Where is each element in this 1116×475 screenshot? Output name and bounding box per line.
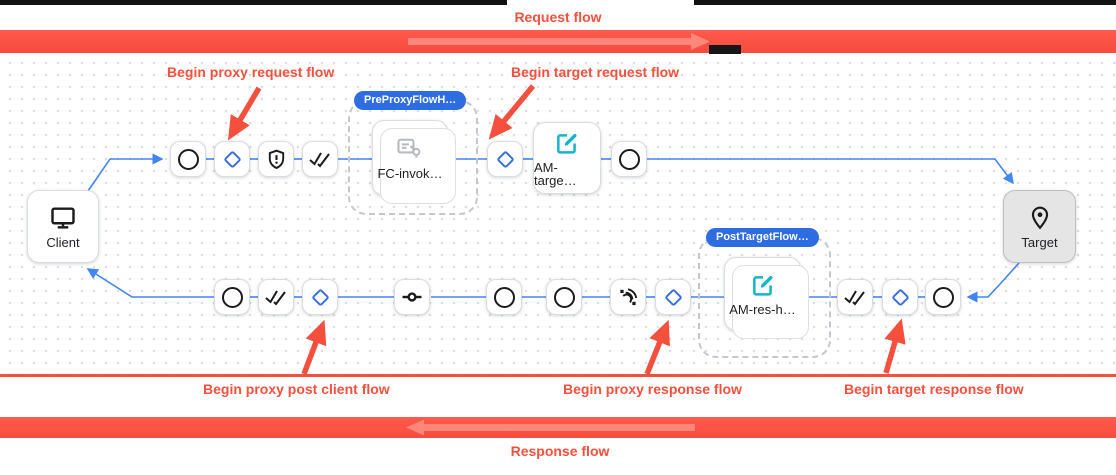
step-commit-node[interactable]	[394, 279, 430, 315]
begin-target-response-flow-label: Begin target response flow	[844, 381, 1024, 397]
step-target-response-start[interactable]	[925, 279, 961, 315]
diamond-icon	[222, 149, 242, 169]
am-target-label: AM-targe…	[534, 159, 577, 188]
shield-icon	[268, 149, 284, 169]
top-border-notch	[709, 45, 741, 54]
response-flow-label: Response flow	[510, 443, 610, 459]
client-label: Client	[46, 234, 80, 250]
request-flow-bar	[0, 30, 1116, 53]
step-begin-proxy-post-client-diamond[interactable]	[302, 279, 338, 315]
step-begin-target-request-diamond[interactable]	[487, 141, 523, 177]
step-begin-target-response-diamond[interactable]	[882, 279, 918, 315]
flow-callout-icon	[397, 138, 421, 158]
flow-canvas	[0, 53, 1116, 374]
step-target-response-policy[interactable]	[837, 279, 873, 315]
request-flow-label: Request flow	[514, 9, 602, 25]
canvas-bottom-border	[0, 374, 1116, 377]
begin-target-request-flow-label: Begin target request flow	[511, 64, 680, 80]
pre-proxy-flow-badge: PreProxyFlowH…	[354, 91, 467, 110]
begin-proxy-request-flow-label: Begin proxy request flow	[167, 64, 335, 80]
step-post-client-policy[interactable]	[258, 279, 294, 315]
am-response-label: AM-res-h…	[729, 302, 796, 317]
response-flow-bar	[0, 417, 1116, 438]
step-response-circle-2[interactable]	[546, 279, 582, 315]
double-check-icon	[309, 152, 330, 168]
step-post-client-end[interactable]	[214, 279, 250, 315]
am-response-node[interactable]: AM-res-h…	[724, 257, 809, 339]
top-border-left	[0, 0, 507, 5]
monitor-icon	[51, 206, 75, 229]
circle-icon	[932, 286, 954, 308]
target-node[interactable]: Target	[1003, 190, 1076, 263]
step-analytics-policy[interactable]	[610, 279, 646, 315]
circle-icon	[493, 286, 515, 308]
begin-proxy-response-flow-label: Begin proxy response flow	[563, 381, 742, 397]
begin-proxy-post-client-flow-label: Begin proxy post client flow	[203, 381, 390, 397]
double-check-icon	[265, 290, 286, 306]
diamond-icon	[890, 287, 910, 307]
response-flow-arrow-icon	[406, 419, 695, 436]
sensors-icon	[619, 287, 637, 305]
top-border-right	[694, 0, 1116, 5]
fc-invoke-label: FC-invok…	[377, 166, 443, 181]
target-label: Target	[1021, 234, 1058, 250]
location-pin-icon	[1031, 206, 1048, 229]
diamond-icon	[495, 149, 515, 169]
am-target-node[interactable]: AM-targe…	[533, 122, 601, 194]
edit-icon	[557, 133, 577, 154]
double-check-icon	[844, 290, 865, 306]
client-node[interactable]: Client	[27, 190, 99, 263]
post-target-flow-badge: PostTargetFlow…	[706, 228, 819, 247]
diamond-icon	[310, 287, 330, 307]
diamond-icon	[663, 287, 683, 307]
circle-icon	[177, 148, 199, 170]
step-begin-proxy-request-diamond[interactable]	[214, 141, 250, 177]
step-verify-policy[interactable]	[302, 141, 338, 177]
fc-invoke-node[interactable]: FC-invok…	[372, 120, 456, 204]
step-begin-proxy-response-diamond[interactable]	[655, 279, 691, 315]
step-security-policy[interactable]	[258, 141, 294, 177]
circle-icon	[221, 286, 243, 308]
step-target-request-end[interactable]	[611, 141, 647, 177]
step-response-circle-1[interactable]	[486, 279, 522, 315]
circle-icon	[618, 148, 640, 170]
circle-icon	[553, 286, 575, 308]
commit-icon	[402, 292, 422, 302]
request-flow-arrow-icon	[408, 33, 710, 50]
step-proxy-request-start[interactable]	[170, 141, 206, 177]
edit-icon	[752, 275, 772, 296]
